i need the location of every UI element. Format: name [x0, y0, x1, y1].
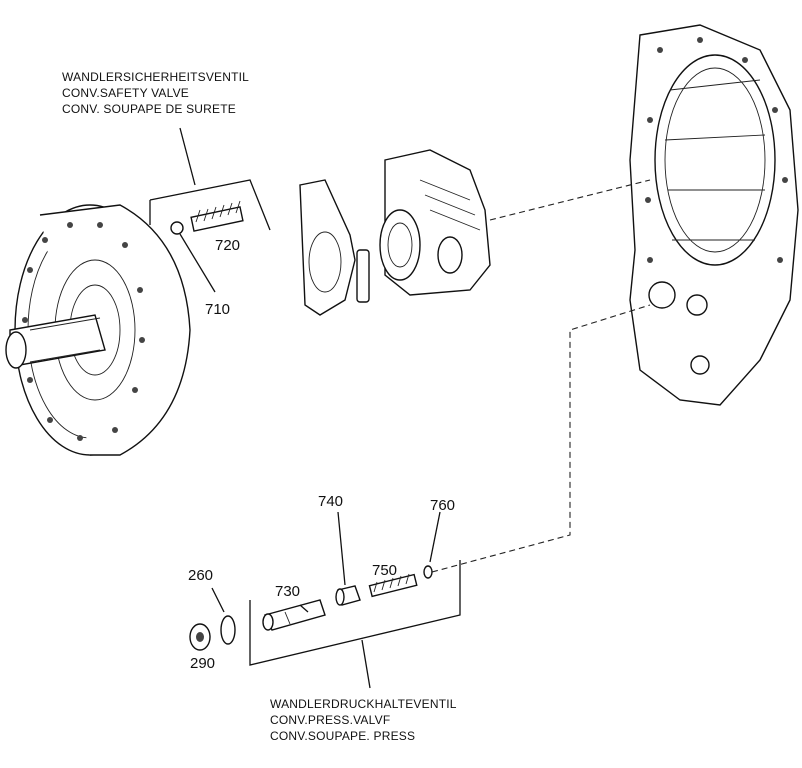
spring-720 [190, 200, 244, 232]
spring-750 [368, 573, 418, 598]
pump-shaft [5, 314, 106, 369]
bolt-holes [22, 222, 145, 441]
part-number-720: 720 [215, 237, 240, 254]
transmission-housing [629, 24, 799, 406]
press-valve-en: CONV.PRESS.VALVF [270, 713, 390, 727]
part-number-710: 710 [205, 301, 230, 318]
press-valve-fr: CONV.SOUPAPE. PRESS [270, 729, 415, 743]
valve-body [379, 149, 491, 296]
safety-valve-de: WANDLERSICHERHEITSVENTIL [62, 70, 249, 84]
part-number-290: 290 [190, 655, 215, 672]
part-number-730: 730 [275, 583, 300, 600]
plug-290 [189, 623, 211, 651]
safety-valve-fr: CONV. SOUPAPE DE SURETE [62, 102, 236, 116]
part-number-760: 760 [430, 497, 455, 514]
alignment-line-upper [489, 179, 651, 221]
press-valve-de: WANDLERDRUCKHALTEVENTIL [270, 697, 457, 711]
part-number-750: 750 [372, 562, 397, 579]
pump-housing [5, 204, 191, 456]
piston-730 [262, 599, 326, 631]
alignment-line-lower [431, 304, 651, 573]
o-ring-260 [220, 615, 236, 645]
ring-760 [423, 565, 433, 579]
pressure-valve-callout: WANDLERDRUCKHALTEVENTIL CONV.PRESS.VALVF… [270, 697, 457, 743]
gasket-plate [299, 179, 370, 316]
safety-valve-group [149, 127, 271, 293]
pressure-valve-group [189, 511, 461, 689]
ball-710 [170, 221, 184, 235]
part-number-740: 740 [318, 493, 343, 510]
housing-bolt-holes [645, 37, 788, 263]
safety-valve-en: CONV.SAFETY VALVE [62, 86, 189, 100]
safety-valve-callout: WANDLERSICHERHEITSVENTIL CONV.SAFETY VAL… [62, 70, 249, 116]
sleeve-740 [335, 585, 361, 606]
part-number-260: 260 [188, 567, 213, 584]
